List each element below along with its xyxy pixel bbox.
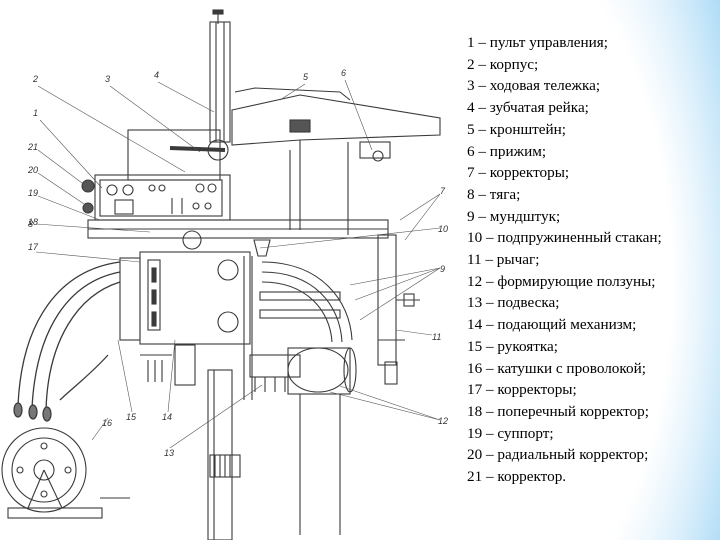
legend-item: 11 – рычаг; bbox=[467, 251, 540, 269]
small-part bbox=[209, 454, 241, 478]
legend-item: 13 – подвеска; bbox=[467, 294, 560, 312]
callout-21: 21 bbox=[27, 142, 38, 152]
callout-1: 1 bbox=[33, 108, 38, 118]
callout-11: 11 bbox=[432, 332, 441, 342]
machine-drawing: 1 2 3 4 5 6 7 8 9 10 11 12 13 14 15 16 1… bbox=[1, 9, 448, 540]
callout-2: 2 bbox=[32, 74, 38, 84]
legend-item: 6 – прижим; bbox=[467, 142, 547, 160]
control-panel bbox=[81, 179, 223, 217]
slides bbox=[243, 239, 353, 400]
legend-item: 2 – корпус; bbox=[467, 55, 539, 73]
legend-item: 16 – катушки с проволокой; bbox=[467, 359, 646, 377]
legend-item: 14 – подающий механизм; bbox=[467, 316, 637, 334]
spring-cup bbox=[287, 347, 357, 535]
legend-item: 20 – радиальный корректор; bbox=[467, 446, 649, 464]
callout-7: 7 bbox=[440, 186, 446, 196]
callout-15: 15 bbox=[126, 412, 137, 422]
legend-item: 21 – корректор. bbox=[467, 468, 567, 486]
legend-item: 9 – мундштук; bbox=[467, 207, 561, 225]
legend-item: 10 – подпружиненный стакан; bbox=[467, 229, 662, 247]
callout-3: 3 bbox=[105, 74, 110, 84]
legend-item: 4 – зубчатая рейка; bbox=[467, 99, 589, 117]
feed-mechanism bbox=[119, 230, 251, 386]
callout-numbers: 1 2 3 4 5 6 7 8 9 10 11 12 13 14 15 16 1… bbox=[27, 68, 448, 458]
pinion bbox=[169, 139, 229, 161]
parts-legend: 1 – пульт управления; 2 – корпус; 3 – хо… bbox=[467, 32, 715, 488]
legend-item: 8 – тяга; bbox=[467, 185, 521, 203]
bracket bbox=[231, 87, 441, 235]
leader-lines bbox=[35, 79, 441, 449]
callout-12: 12 bbox=[438, 416, 448, 426]
legend-item: 18 – поперечный корректор; bbox=[467, 402, 649, 420]
legend-item: 17 – корректоры; bbox=[467, 381, 577, 399]
legend-item: 15 – рукоятка; bbox=[467, 337, 559, 355]
housing bbox=[87, 129, 389, 239]
callout-13: 13 bbox=[164, 448, 174, 458]
legend-item: 7 – корректоры; bbox=[467, 164, 570, 182]
callout-16: 16 bbox=[102, 418, 112, 428]
callout-19: 19 bbox=[28, 188, 38, 198]
callout-14: 14 bbox=[162, 412, 172, 422]
callout-5: 5 bbox=[303, 72, 309, 82]
wire-spool bbox=[1, 427, 130, 519]
callout-4: 4 bbox=[154, 70, 159, 80]
callout-20: 20 bbox=[27, 165, 38, 175]
hoses bbox=[13, 261, 121, 422]
legend-item: 1 – пульт управления; bbox=[467, 34, 609, 51]
legend-item: 5 – кронштейн; bbox=[467, 120, 567, 138]
callout-9: 9 bbox=[440, 264, 445, 274]
legend-item: 19 – суппорт; bbox=[467, 424, 554, 442]
callout-10: 10 bbox=[438, 224, 448, 234]
legend-item: 3 – ходовая тележка; bbox=[467, 77, 601, 95]
callout-8: 8 bbox=[28, 219, 33, 229]
callout-6: 6 bbox=[341, 68, 346, 78]
legend-item: 12 – формирующие ползуны; bbox=[467, 272, 656, 290]
lever bbox=[377, 234, 420, 385]
callout-17: 17 bbox=[28, 242, 39, 252]
callout-18: 18 bbox=[28, 217, 38, 227]
